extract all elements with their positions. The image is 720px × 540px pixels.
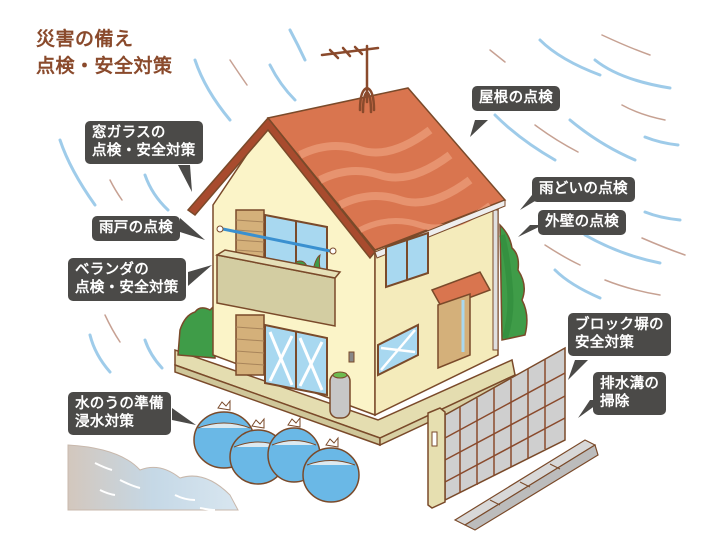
front-door bbox=[437, 292, 471, 370]
rain-icon bbox=[58, 28, 686, 374]
shrub-left bbox=[177, 303, 216, 359]
callout-roof: 屋根の点検 bbox=[472, 86, 560, 111]
tv-antenna bbox=[320, 44, 380, 114]
callout-exterior-wall: 外壁の点検 bbox=[538, 210, 626, 235]
callout-storm-shutter: 雨戸の点検 bbox=[92, 216, 180, 241]
callout-block-wall: ブロック塀の 安全対策 bbox=[568, 313, 671, 356]
title-line-1: 災害の備え bbox=[36, 28, 134, 50]
flood-water bbox=[67, 444, 239, 511]
callout-gutter: 雨どいの点検 bbox=[532, 177, 635, 202]
callout-window-glass: 窓ガラスの 点検・安全対策 bbox=[85, 121, 203, 164]
callout-veranda: ベランダの 点検・安全対策 bbox=[68, 258, 186, 301]
title-line-2: 点検・安全対策 bbox=[36, 55, 173, 77]
storm-shutter-lower bbox=[235, 314, 265, 376]
gas-cylinder bbox=[329, 372, 351, 419]
house bbox=[186, 44, 507, 419]
house-foundation bbox=[174, 348, 516, 447]
block-wall bbox=[427, 346, 566, 509]
drain-ditch bbox=[453, 439, 599, 531]
laundry-pole bbox=[217, 226, 336, 254]
callout-tails bbox=[172, 120, 603, 425]
callout-drain: 排水溝の 掃除 bbox=[593, 372, 667, 415]
page-title: 災害の備え 点検・安全対策 bbox=[36, 26, 173, 80]
callout-sandbags: 水のうの準備 浸水対策 bbox=[68, 392, 171, 435]
sandbags bbox=[193, 399, 360, 503]
